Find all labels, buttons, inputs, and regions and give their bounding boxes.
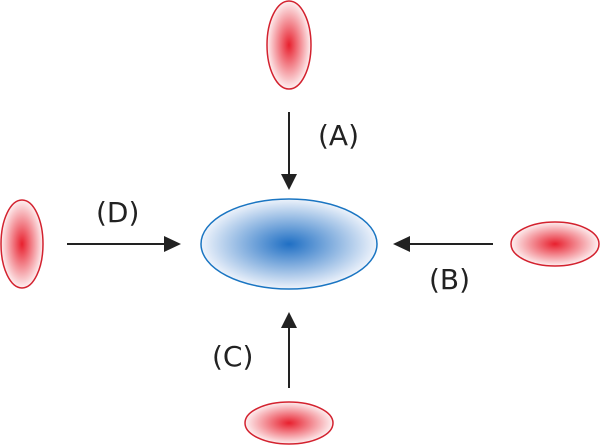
arrow-a (281, 112, 297, 190)
label-d: (D) (96, 196, 139, 229)
source-blob-b (510, 221, 600, 267)
label-b: (B) (429, 263, 470, 296)
center-blue-blob (200, 198, 378, 290)
label-c: (C) (212, 340, 253, 373)
label-a: (A) (318, 119, 359, 152)
arrow-c (281, 312, 297, 388)
arrow-d (67, 236, 181, 252)
source-blob-a (266, 0, 312, 90)
source-blob-c (244, 401, 334, 445)
source-blob-d (0, 199, 44, 289)
arrow-b (393, 236, 493, 252)
